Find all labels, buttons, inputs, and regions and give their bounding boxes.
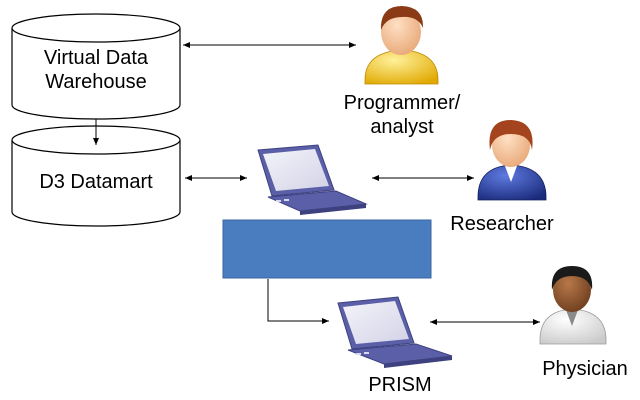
programmer-label: Programmer/ analyst <box>336 91 468 139</box>
laptop-icon <box>257 144 368 215</box>
programmer-person-icon <box>364 6 439 85</box>
prism-label: PRISM <box>368 374 432 396</box>
d3-datamart-label: D3 Datamart <box>39 171 153 193</box>
programmer-label-line1: Programmer/ <box>343 92 461 114</box>
blue-box <box>222 219 432 279</box>
physician-label: Physician <box>542 358 628 380</box>
virtual-data-warehouse-cylinder-icon <box>11 13 181 120</box>
vdw-label-line1: Virtual Data <box>43 47 149 69</box>
programmer-label-line2: analyst <box>370 116 434 138</box>
researcher-label: Researcher <box>450 213 554 235</box>
prism-laptop-icon <box>337 296 453 368</box>
arrow-box-to-prism <box>267 279 329 324</box>
vdw-label-line2: Warehouse <box>45 71 147 93</box>
physician-person-icon <box>539 266 607 345</box>
vdw-label: Virtual Data Warehouse <box>12 46 180 94</box>
researcher-person-icon <box>477 120 547 201</box>
